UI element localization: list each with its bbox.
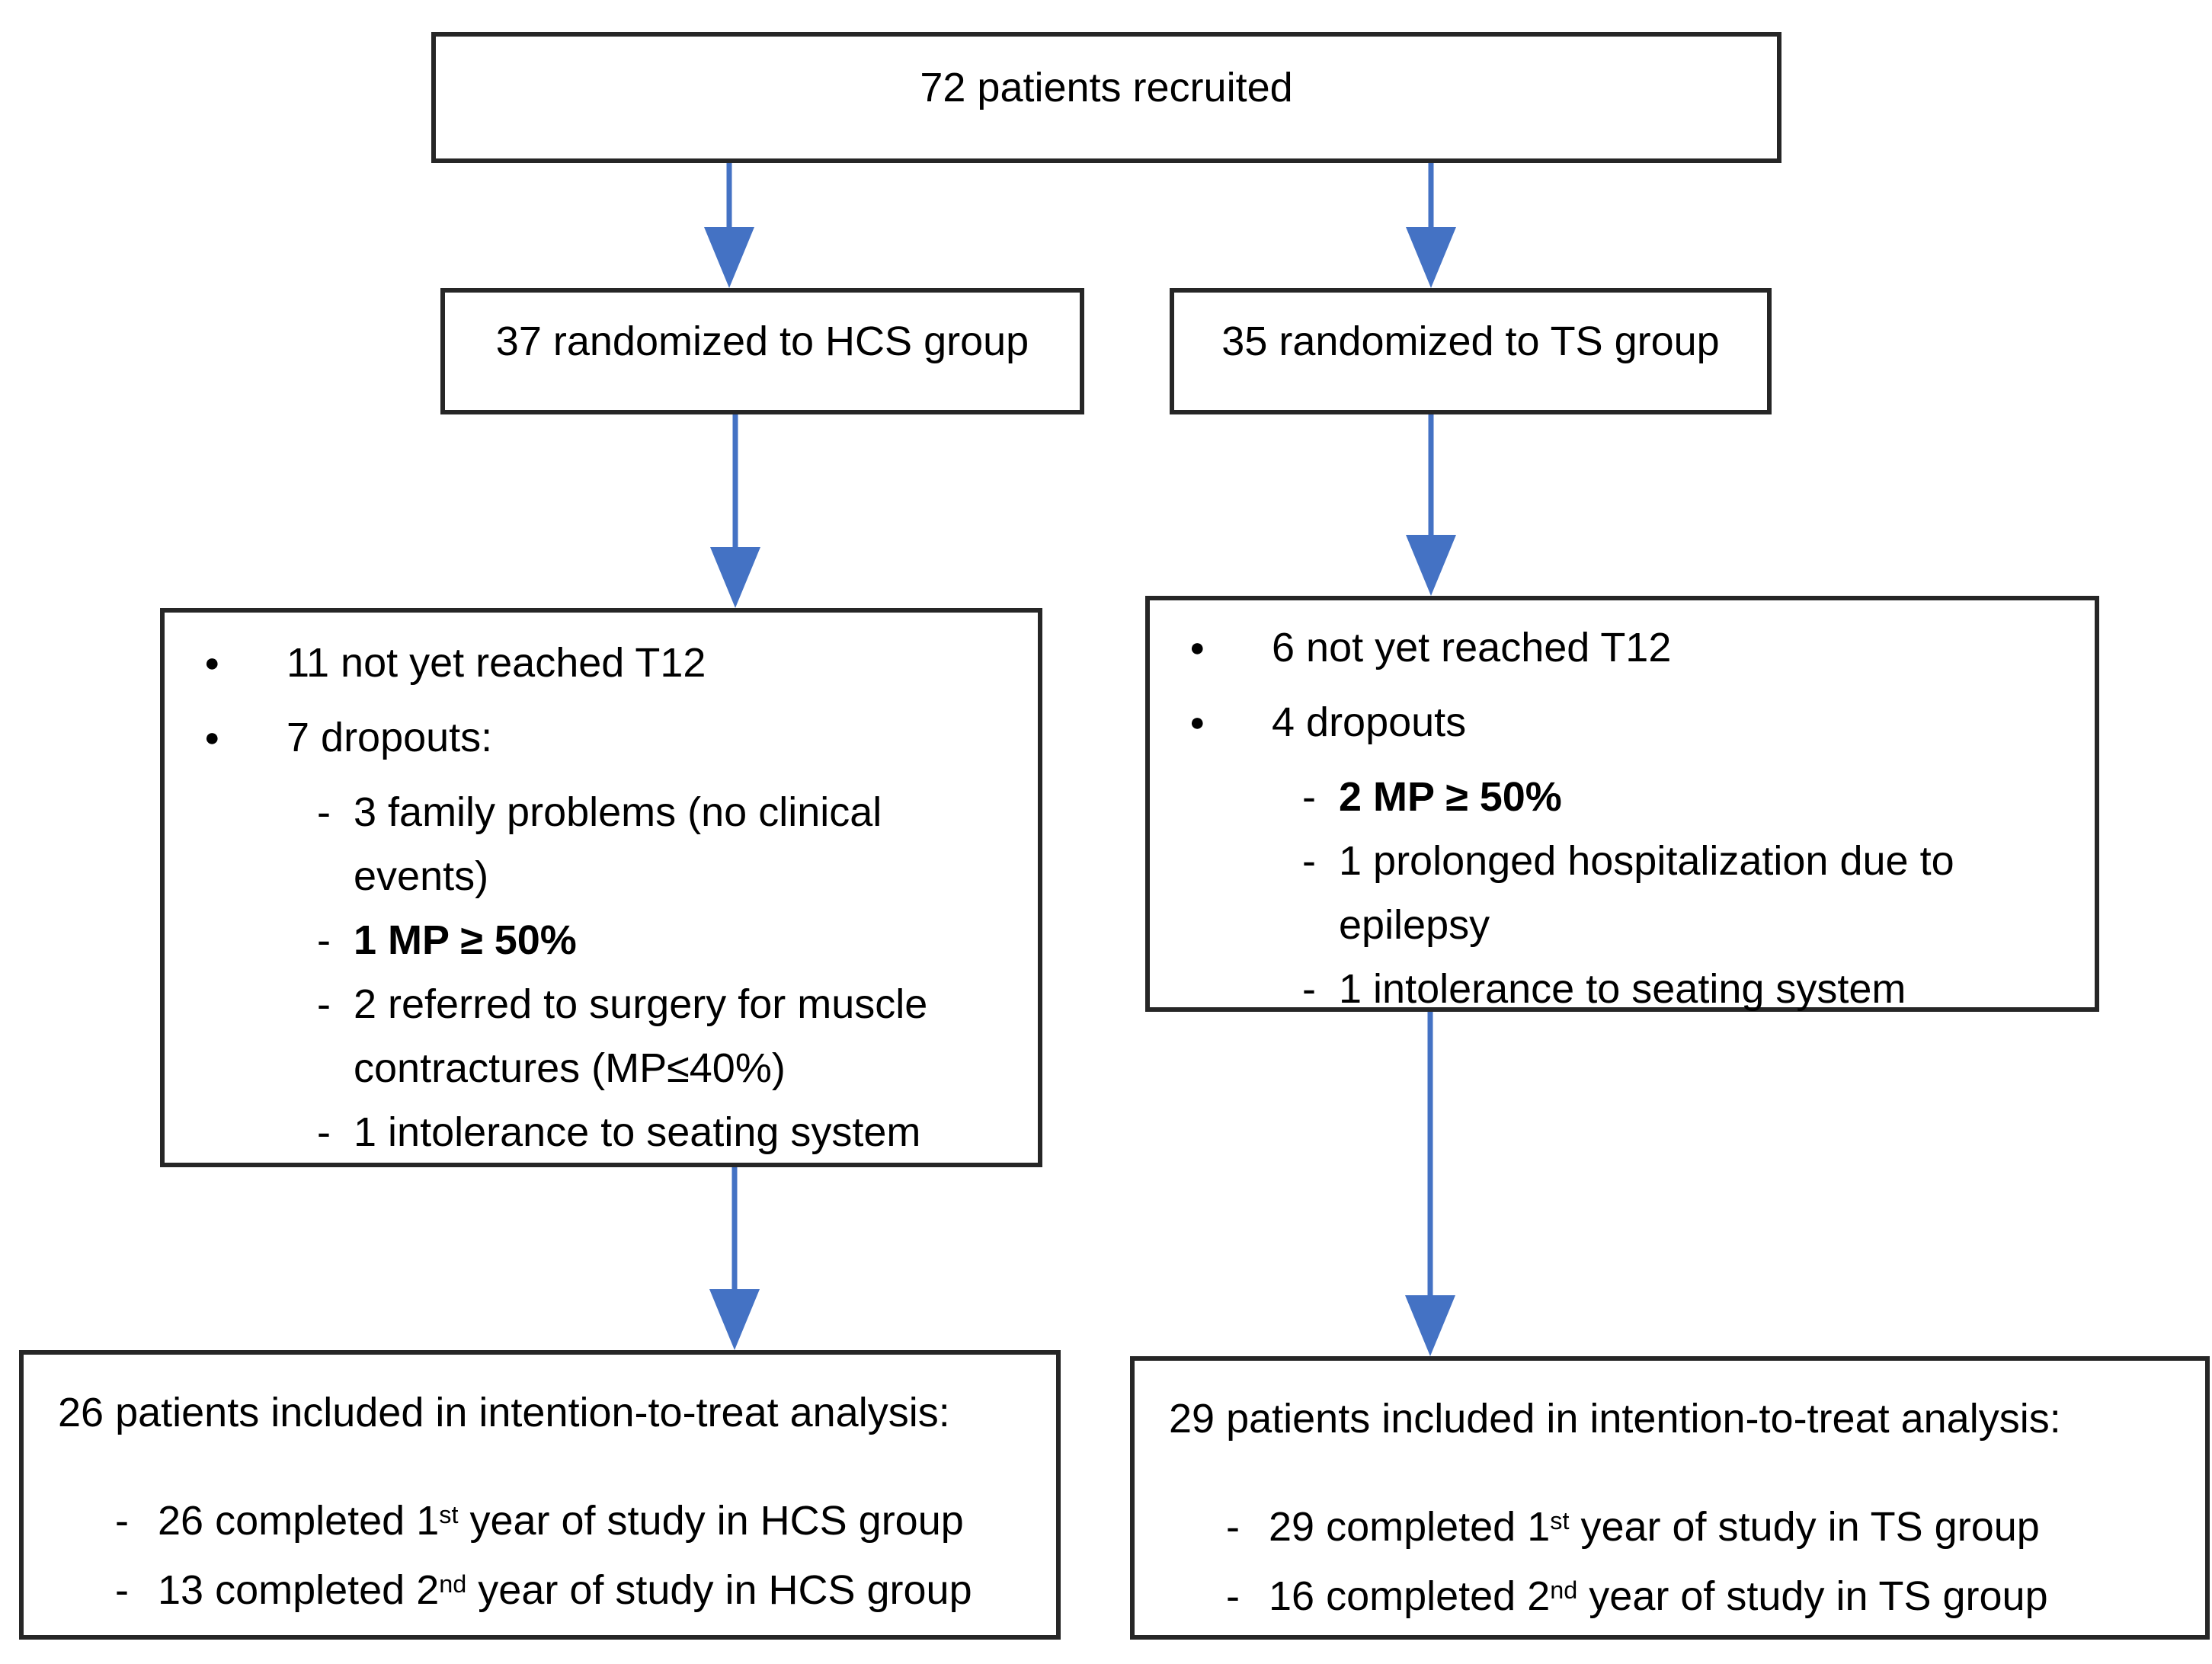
box-hcs-itt: 26 patients included in intention-to-tre… xyxy=(19,1350,1061,1640)
list-item: -26 completed 1st year of study in HCS g… xyxy=(24,1489,1038,1558)
arrow-hcs-to-itt xyxy=(709,1167,760,1350)
box-recruited: 72 patients recruited xyxy=(431,32,1781,163)
arrow-head-icon xyxy=(1406,535,1456,596)
list-item: -1 intolerance to seating system xyxy=(1150,957,2073,1021)
arrow-head-icon xyxy=(1406,227,1456,288)
list-item-text: 4 dropouts xyxy=(1272,699,1467,745)
dash-marker-icon: - xyxy=(1226,1573,1240,1619)
list-item-text: 13 completed 2nd year of study in HCS gr… xyxy=(158,1567,972,1613)
arrow-shaft xyxy=(726,163,732,236)
arrow-recruited-to-hcs xyxy=(704,163,754,288)
hcs-itt-heading: 26 patients included in intention-to-tre… xyxy=(58,1390,950,1435)
list-item: ● 4 dropouts xyxy=(1150,690,2073,754)
list-item: -29 completed 1st year of study in TS gr… xyxy=(1135,1495,2187,1564)
hcs-exclusions-list: ●11 not yet reached T12●7 dropouts:-3 fa… xyxy=(165,631,1016,1164)
dash-marker-icon: - xyxy=(317,789,331,835)
list-item: -13 completed 2nd year of study in HCS g… xyxy=(24,1558,1038,1627)
list-item-text: 2 MP ≥ 50% xyxy=(1339,774,1562,820)
dash-marker-icon: - xyxy=(1226,1504,1240,1550)
box-hcs-randomized: 37 randomized to HCS group xyxy=(440,288,1084,414)
dash-marker-icon: - xyxy=(317,1109,331,1155)
dash-marker-icon: - xyxy=(1302,774,1316,820)
ts-exclusions-list: ●6 not yet reached T12●4 dropouts-2 MP ≥… xyxy=(1150,616,2073,1021)
list-item-text: 1 MP ≥ 50% xyxy=(354,917,577,963)
arrow-head-icon xyxy=(1405,1295,1455,1356)
list-item: -1 intolerance to seating system xyxy=(165,1100,1016,1164)
bullet-marker-icon: ● xyxy=(204,723,220,752)
bullet-marker-icon: ● xyxy=(1189,633,1205,662)
arrow-head-icon xyxy=(709,1289,760,1350)
list-item-text: 6 not yet reached T12 xyxy=(1272,625,1672,670)
list-item-text: 26 completed 1st year of study in HCS gr… xyxy=(158,1498,964,1544)
list-item: -1 MP ≥ 50% xyxy=(165,908,1016,972)
list-item-text: 29 completed 1st year of study in TS gro… xyxy=(1269,1504,2040,1550)
dash-marker-icon: - xyxy=(317,917,331,963)
list-item-text: 1 intolerance to seating system xyxy=(354,1109,921,1155)
list-item-text: 1 intolerance to seating system xyxy=(1339,966,1906,1012)
list-item: ● 11 not yet reached T12 xyxy=(165,631,1016,695)
recruited-label: 72 patients recruited xyxy=(920,65,1293,110)
list-item: -2 MP ≥ 50% xyxy=(1150,765,2073,829)
dash-marker-icon: - xyxy=(1302,966,1316,1012)
list-item: ● 7 dropouts: xyxy=(165,706,1016,770)
bullet-marker-icon: ● xyxy=(1189,708,1205,737)
ts-randomized-label: 35 randomized to TS group xyxy=(1221,318,1720,364)
bullet-marker-icon: ● xyxy=(204,648,220,677)
box-ts-randomized: 35 randomized to TS group xyxy=(1170,288,1772,414)
arrow-ts-to-exclusions xyxy=(1406,414,1456,596)
arrow-head-icon xyxy=(704,227,754,288)
list-item-text: 11 not yet reached T12 xyxy=(287,640,706,686)
arrow-shaft xyxy=(732,414,738,556)
hcs-itt-list: -26 completed 1st year of study in HCS g… xyxy=(24,1489,1038,1627)
list-item: -16 completed 2nd year of study in TS gr… xyxy=(1135,1564,2187,1634)
hcs-randomized-label: 37 randomized to HCS group xyxy=(495,318,1029,364)
arrow-shaft xyxy=(1428,414,1434,544)
arrow-shaft xyxy=(1427,1012,1433,1304)
dash-marker-icon: - xyxy=(115,1498,129,1544)
list-item: ● 6 not yet reached T12 xyxy=(1150,616,2073,680)
box-ts-exclusions: ●6 not yet reached T12●4 dropouts-2 MP ≥… xyxy=(1145,596,2099,1012)
ts-itt-heading: 29 patients included in intention-to-tre… xyxy=(1169,1396,2061,1442)
dash-marker-icon: - xyxy=(1302,838,1316,884)
box-ts-itt: 29 patients included in intention-to-tre… xyxy=(1130,1356,2210,1640)
list-item-text: 16 completed 2nd year of study in TS gro… xyxy=(1269,1573,2048,1619)
arrow-shaft xyxy=(1428,163,1434,236)
arrow-ts-to-itt xyxy=(1405,1012,1455,1356)
arrow-head-icon xyxy=(710,547,760,608)
dash-marker-icon: - xyxy=(115,1567,129,1613)
dash-marker-icon: - xyxy=(317,981,331,1027)
ts-itt-list: -29 completed 1st year of study in TS gr… xyxy=(1135,1495,2187,1634)
list-item-text: 7 dropouts: xyxy=(287,715,493,760)
arrow-recruited-to-ts xyxy=(1406,163,1456,288)
arrow-hcs-to-exclusions xyxy=(710,414,760,608)
arrow-shaft xyxy=(731,1167,738,1298)
box-hcs-exclusions: ●11 not yet reached T12●7 dropouts:-3 fa… xyxy=(160,608,1042,1167)
